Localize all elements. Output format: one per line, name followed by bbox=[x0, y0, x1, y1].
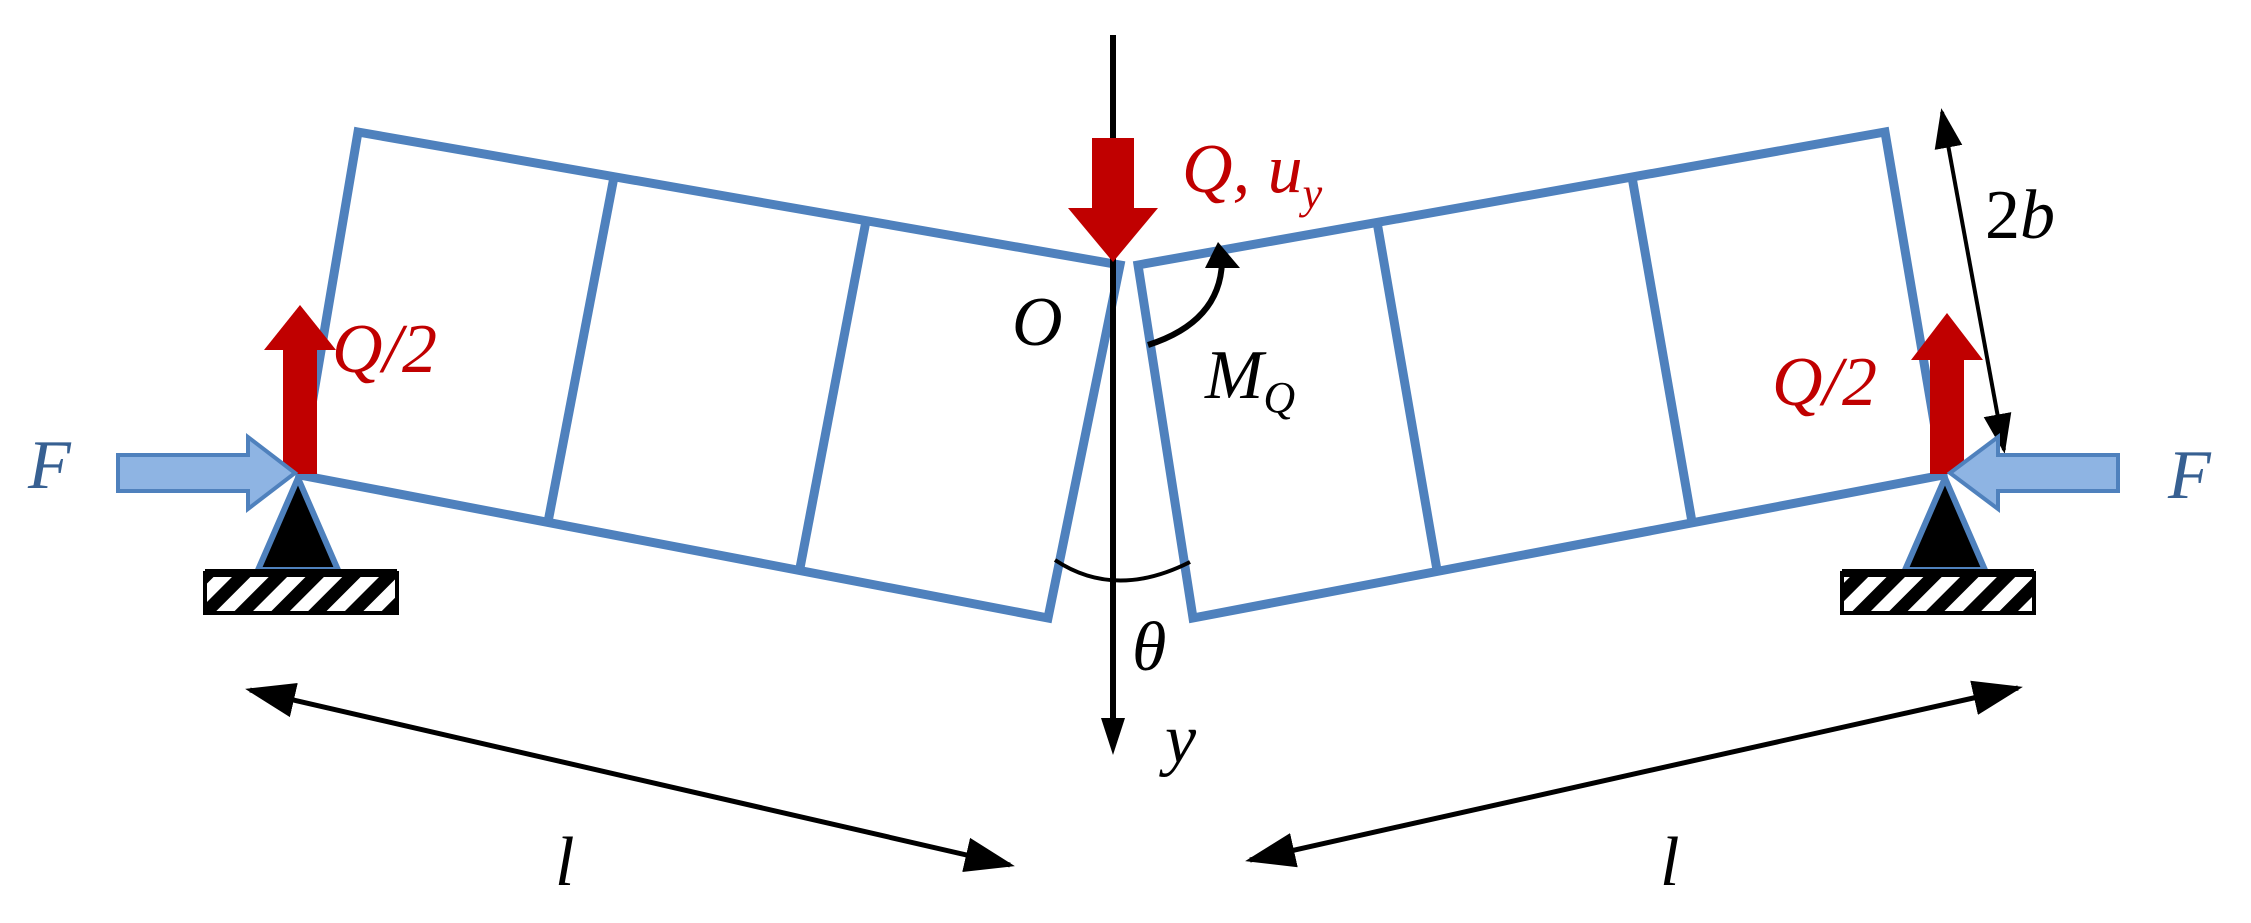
theta-arc bbox=[1053, 558, 1191, 583]
thickness-dimension bbox=[1934, 108, 2012, 454]
force-arrow-left bbox=[116, 432, 299, 514]
moment-label: MQ bbox=[1204, 337, 1295, 422]
theta-label: θ bbox=[1132, 609, 1166, 686]
left-beam-outline bbox=[294, 126, 1126, 624]
length-label-left: l bbox=[555, 824, 574, 901]
right-beam bbox=[1132, 126, 1949, 624]
right-support bbox=[1840, 470, 2036, 615]
y-axis-label: y bbox=[1159, 701, 1197, 778]
reaction-arrow-right bbox=[1911, 313, 1983, 474]
left-support bbox=[203, 470, 399, 615]
force-label-left: F bbox=[27, 427, 72, 504]
load-arrow bbox=[1068, 138, 1158, 262]
length-dimension-right bbox=[1245, 680, 2023, 868]
moment-arrow bbox=[1147, 261, 1225, 348]
reaction-arrow-left bbox=[264, 305, 336, 474]
force-label-right: F bbox=[2167, 437, 2212, 514]
y-axis-arrowhead bbox=[1101, 718, 1125, 755]
length-label-right: l bbox=[1660, 824, 1679, 901]
load-label: Q, uy bbox=[1182, 131, 1323, 218]
right-beam-divider-2 bbox=[1627, 176, 1697, 523]
reaction-label-right: Q/2 bbox=[1772, 344, 1877, 421]
left-beam-divider-1 bbox=[543, 176, 619, 523]
length-dimension-left bbox=[245, 683, 1015, 872]
thickness-label: 2b bbox=[1985, 177, 2055, 254]
force-arrow-right bbox=[1946, 433, 2120, 513]
left-beam bbox=[294, 126, 1126, 624]
moment-arrowhead bbox=[1205, 242, 1240, 268]
reaction-label-left: Q/2 bbox=[332, 311, 437, 388]
right-beam-divider-1 bbox=[1372, 221, 1442, 571]
left-beam-divider-2 bbox=[795, 220, 871, 569]
origin-label: O bbox=[1012, 284, 1063, 361]
